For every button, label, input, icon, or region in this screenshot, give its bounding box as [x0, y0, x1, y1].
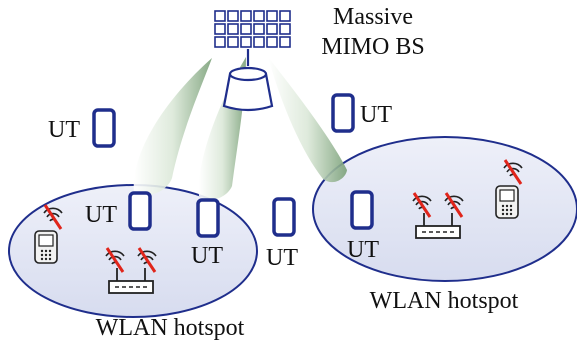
ut-label: UT [48, 117, 80, 143]
ut-label: UT [347, 237, 379, 263]
hotspot-label: WLAN hotspot [96, 315, 245, 341]
mobile-phone-icon [495, 185, 519, 219]
hotspot-right [312, 136, 577, 282]
bs-label-line1: Massive [333, 4, 413, 30]
smartphone-icon [350, 190, 374, 230]
hotspot-left [8, 184, 258, 318]
antenna-array-icon [214, 10, 291, 48]
smartphone-icon [331, 93, 355, 133]
ut-label: UT [191, 243, 223, 269]
ut-label: UT [360, 102, 392, 128]
ut-label: UT [85, 202, 117, 228]
smartphone-icon [128, 191, 152, 231]
smartphone-icon [272, 197, 296, 237]
hotspot-label: WLAN hotspot [370, 288, 519, 314]
smartphone-icon [92, 108, 116, 148]
mobile-phone-icon [34, 230, 58, 264]
base-station-icon [222, 49, 274, 112]
ut-label: UT [266, 245, 298, 271]
smartphone-icon [196, 198, 220, 238]
bs-label-line2: MIMO BS [321, 34, 424, 60]
